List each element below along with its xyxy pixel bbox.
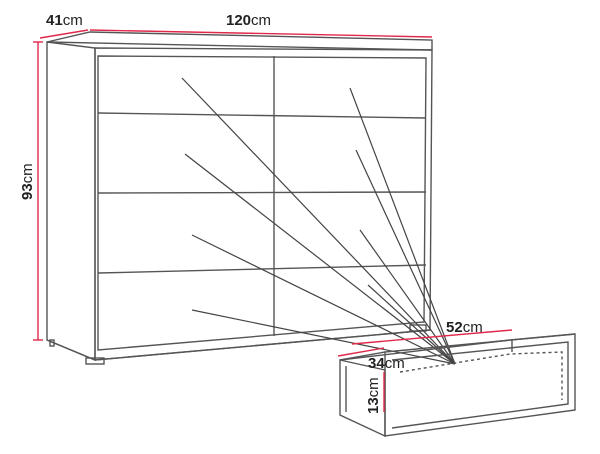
pointer-lines — [181, 77, 456, 365]
pointer-line-8 — [367, 284, 456, 365]
label-drawer-width-unit: cm — [463, 319, 483, 336]
label-drawer-depth-number: 34 — [368, 355, 385, 372]
label-drawer-depth: 34cm — [368, 355, 405, 372]
label-width: 120cm — [226, 12, 271, 29]
pointer-line-1 — [181, 77, 456, 365]
label-depth-unit: cm — [63, 12, 83, 29]
label-depth: 41cm — [46, 12, 83, 29]
dimension-line-width — [89, 29, 433, 38]
label-depth-number: 41 — [46, 12, 63, 29]
label-drawer-width-number: 52 — [446, 319, 463, 336]
cabinet-top-back-edge — [46, 31, 433, 50]
label-width-unit: cm — [251, 12, 271, 29]
pointer-line-5 — [349, 87, 456, 365]
label-width-number: 120 — [226, 12, 251, 29]
drawer-front-inner — [391, 341, 569, 429]
cabinet-top-front-edge — [46, 41, 433, 51]
label-drawer-height-unit: cm — [365, 377, 382, 397]
pointer-line-6 — [355, 149, 456, 365]
cabinet-foot-front-left — [85, 357, 105, 365]
cabinet-left-side — [46, 41, 96, 362]
drawer-box-top-back — [339, 333, 576, 361]
label-height: 93cm — [19, 163, 36, 200]
label-drawer-height-number: 13 — [365, 397, 382, 414]
dimension-line-depth — [39, 29, 89, 39]
drawer-divider-1 — [97, 112, 427, 119]
label-drawer-height: 13cm — [365, 377, 382, 414]
label-height-unit: cm — [19, 163, 36, 183]
drawer-detail — [339, 333, 576, 438]
pointer-line-3 — [191, 234, 456, 365]
dimension-line-drawer-depth — [337, 347, 385, 357]
label-drawer-depth-unit: cm — [385, 355, 405, 372]
drawer-divider-2 — [97, 191, 427, 194]
drawer-inner-dashed — [399, 351, 563, 400]
cabinet-base — [46, 329, 431, 361]
pointer-line-4 — [191, 309, 456, 365]
label-height-number: 93 — [19, 183, 36, 200]
cabinet-foot-left-back — [49, 339, 55, 347]
label-drawer-width: 52cm — [446, 319, 483, 336]
drawer-front-panel — [384, 333, 576, 437]
dresser-cabinet — [46, 31, 433, 365]
dimension-line-drawer-width — [351, 329, 513, 345]
dimension-lines — [33, 29, 513, 412]
cabinet-front-inner — [97, 55, 427, 351]
pointer-line-7 — [359, 229, 456, 365]
pointer-line-2 — [184, 153, 456, 365]
drawer-box-side — [339, 359, 386, 438]
